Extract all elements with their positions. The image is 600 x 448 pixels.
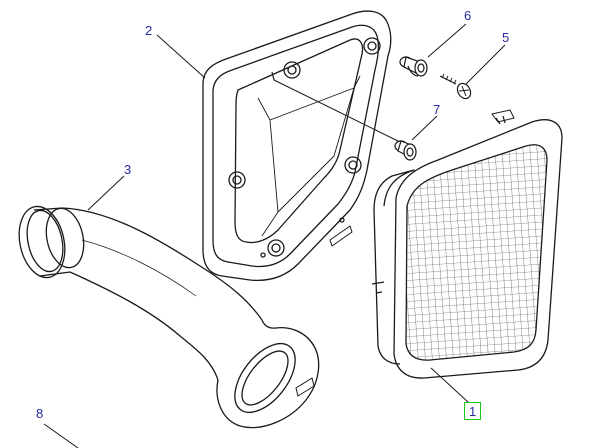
leader-1 bbox=[430, 367, 469, 403]
leader-6 bbox=[427, 23, 467, 58]
part-7-clip[interactable] bbox=[394, 140, 417, 161]
leader-lines bbox=[43, 23, 506, 448]
leader-5 bbox=[465, 44, 506, 85]
part-2-frame[interactable] bbox=[202, 10, 392, 282]
callout-6[interactable]: 6 bbox=[464, 8, 471, 23]
leader-3 bbox=[87, 175, 125, 211]
leader-frame-stud bbox=[273, 79, 401, 143]
part-3-duct[interactable] bbox=[13, 202, 320, 429]
callout-1[interactable]: 1 bbox=[469, 404, 476, 419]
callout-8[interactable]: 8 bbox=[36, 406, 43, 421]
callout-3[interactable]: 3 bbox=[124, 162, 131, 177]
callout-7[interactable]: 7 bbox=[433, 102, 440, 117]
part-1-vent-grille[interactable] bbox=[371, 109, 563, 379]
callout-5[interactable]: 5 bbox=[502, 30, 509, 45]
leader-7 bbox=[411, 115, 438, 141]
part-5-screw[interactable] bbox=[439, 73, 473, 101]
callout-2[interactable]: 2 bbox=[145, 23, 152, 38]
part-6-clip[interactable] bbox=[399, 56, 428, 77]
selected-callout-box[interactable]: 1 bbox=[464, 402, 481, 420]
leader-2 bbox=[156, 34, 206, 79]
leader-8 bbox=[43, 423, 79, 448]
